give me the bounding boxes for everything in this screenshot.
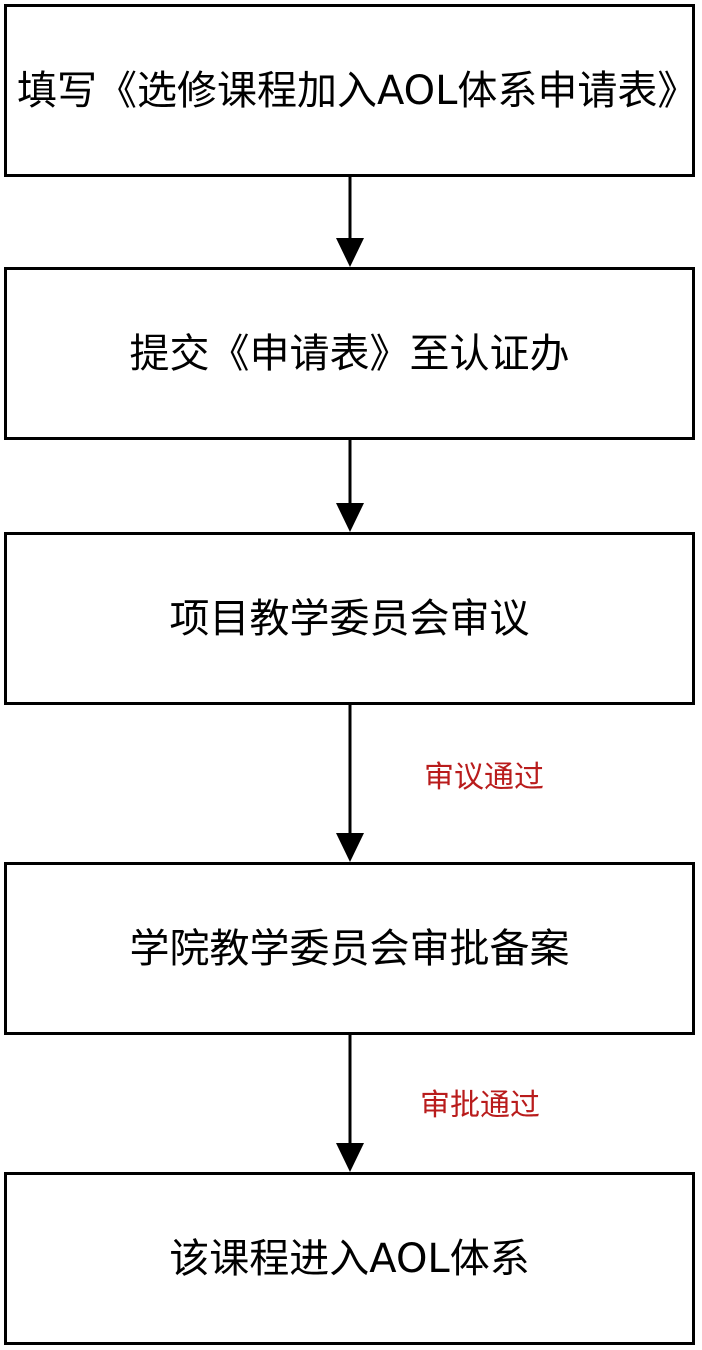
step-label: 提交《申请表》至认证办 [129,330,570,377]
step-label: 该课程进入AOL体系 [169,1235,530,1282]
arrow-4-to-5 [336,1035,364,1172]
arrow-3-to-4 [336,705,364,862]
step-label: 学院教学委员会审批备案 [129,925,570,972]
step-label: 项目教学委员会审议 [169,595,530,642]
edge-label-review-passed: 审议通过 [424,760,544,795]
step-submit-application: 提交《申请表》至认证办 [4,267,695,440]
step-course-enters-aol: 该课程进入AOL体系 [4,1172,695,1345]
arrow-1-to-2 [336,177,364,267]
step-program-committee-review: 项目教学委员会审议 [4,532,695,705]
step-fill-application: 填写《选修课程加入AOL体系申请表》 [4,4,698,177]
arrow-2-to-3 [336,440,364,532]
step-label: 填写《选修课程加入AOL体系申请表》 [17,67,698,114]
step-college-committee-approval: 学院教学委员会审批备案 [4,862,695,1035]
edge-label-approval-passed: 审批通过 [420,1088,540,1123]
